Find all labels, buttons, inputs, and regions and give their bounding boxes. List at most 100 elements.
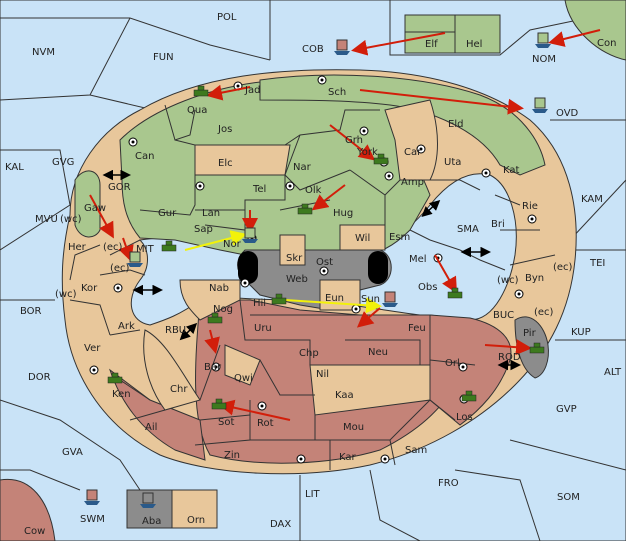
label-skr: Skr — [286, 253, 303, 264]
label-lan: Lan — [202, 208, 220, 219]
label-olk: Olk — [305, 185, 322, 196]
label-nil: Nil — [316, 369, 329, 380]
label-aba: Aba — [142, 516, 161, 527]
territory-chr[interactable] — [143, 329, 201, 411]
label-gor: GOR — [108, 182, 131, 193]
coast-label: (wc) — [497, 275, 519, 286]
label-york: York — [356, 147, 378, 158]
label-orl: Orl — [445, 358, 460, 369]
label-mel: Mel — [409, 254, 427, 265]
label-mit: MIT — [136, 244, 155, 255]
label-bar: Bar — [204, 362, 222, 373]
label-rbu: RBU — [165, 325, 186, 336]
label-pir: Pir — [523, 328, 537, 339]
label-gaw: Gaw — [84, 203, 106, 214]
label-kaa: Kaa — [335, 390, 354, 401]
label-ken: Ken — [112, 389, 131, 400]
label-rot: Rot — [257, 418, 274, 429]
label-som: SOM — [557, 492, 580, 503]
label-uru: Uru — [254, 323, 272, 334]
label-gva: GVA — [62, 447, 83, 458]
label-alt: ALT — [604, 367, 622, 378]
label-qua: Qua — [187, 105, 207, 116]
label-nab: Nab — [209, 283, 229, 294]
label-orn: Orn — [187, 515, 205, 526]
label-con: Con — [597, 38, 616, 49]
label-cob: COB — [302, 44, 324, 55]
territory-ken-ail[interactable] — [109, 368, 206, 461]
label-tei: TEI — [589, 258, 605, 269]
coast-label: (ec) — [110, 263, 130, 274]
coast-label: (ec) — [553, 262, 573, 273]
label-cow: Cow — [24, 526, 45, 537]
label-tel: Tel — [252, 184, 266, 195]
label-eun: Eun — [325, 293, 344, 304]
label-los: Los — [456, 412, 473, 423]
label-sam: Sam — [405, 445, 427, 456]
label-nom: NOM — [532, 54, 556, 65]
label-kor: Kor — [81, 283, 98, 294]
label-gur: Gur — [158, 208, 177, 219]
fleet-boat-icon — [84, 32, 551, 508]
label-uta: Uta — [444, 157, 461, 168]
label-kam: KAM — [581, 194, 603, 205]
label-chp: Chp — [299, 348, 319, 359]
label-swm: SWM — [80, 514, 105, 525]
label-bri: Bri — [491, 219, 505, 230]
label-eld: Eld — [448, 119, 463, 130]
territory-elc[interactable] — [194, 144, 291, 176]
territory-sch-eld[interactable] — [259, 74, 546, 176]
label-kat: Kat — [503, 165, 520, 176]
canal-west — [238, 251, 258, 284]
label-buc: BUC — [493, 310, 514, 321]
label-hel: Hel — [466, 39, 482, 50]
label-web: Web — [286, 274, 308, 285]
label-rie: Rie — [522, 201, 538, 212]
label-kup: KUP — [571, 327, 591, 338]
label-fro: FRO — [438, 478, 459, 489]
label-sun: Sun — [361, 294, 380, 305]
label-dax: DAX — [270, 519, 291, 530]
label-sma: SMA — [457, 224, 479, 235]
label-car: Car — [404, 147, 422, 158]
label-ail: Ail — [145, 422, 157, 433]
territory-elf-hel[interactable] — [404, 14, 501, 54]
territory-skr[interactable] — [279, 234, 306, 266]
territory-qwi[interactable] — [224, 344, 261, 386]
coast-label: (ec) — [534, 307, 554, 318]
label-ark: Ark — [118, 321, 135, 332]
label-jos: Jos — [217, 124, 232, 135]
label-ovd: OVD — [556, 108, 579, 119]
coast-label: (ec) — [103, 242, 123, 253]
label-mvu: MVU — [35, 214, 58, 225]
label-nar: Nar — [293, 162, 312, 173]
label-zin: Zin — [224, 450, 240, 461]
label-mou: Mou — [343, 422, 364, 433]
label-nor: Nor — [223, 239, 242, 250]
label-sot: Sot — [218, 417, 234, 428]
territory-car[interactable] — [384, 99, 438, 181]
label-elc: Elc — [218, 158, 233, 169]
label-nvm: NVM — [32, 47, 55, 58]
label-can: Can — [135, 151, 154, 162]
army-tank-icon — [107, 85, 545, 410]
label-nog: Nog — [213, 304, 233, 315]
label-qwi: Qwi — [234, 373, 253, 384]
label-ver: Ver — [84, 343, 101, 354]
label-byn: Byn — [525, 273, 544, 284]
label-grh: Grh — [345, 135, 363, 146]
label-feu: Feu — [408, 323, 426, 334]
label-amp: Amp — [401, 177, 424, 188]
label-hil: Hil — [253, 298, 266, 309]
label-lit: LIT — [305, 489, 321, 500]
coast-label: (wc) — [60, 214, 82, 225]
label-her: Her — [68, 242, 87, 253]
territory-nab[interactable] — [179, 279, 241, 321]
label-kar: Kar — [339, 452, 357, 463]
label-ost: Ost — [316, 257, 333, 268]
label-hug: Hug — [333, 208, 353, 219]
territory-orn[interactable] — [171, 489, 218, 529]
label-obs: Obs — [418, 282, 437, 293]
